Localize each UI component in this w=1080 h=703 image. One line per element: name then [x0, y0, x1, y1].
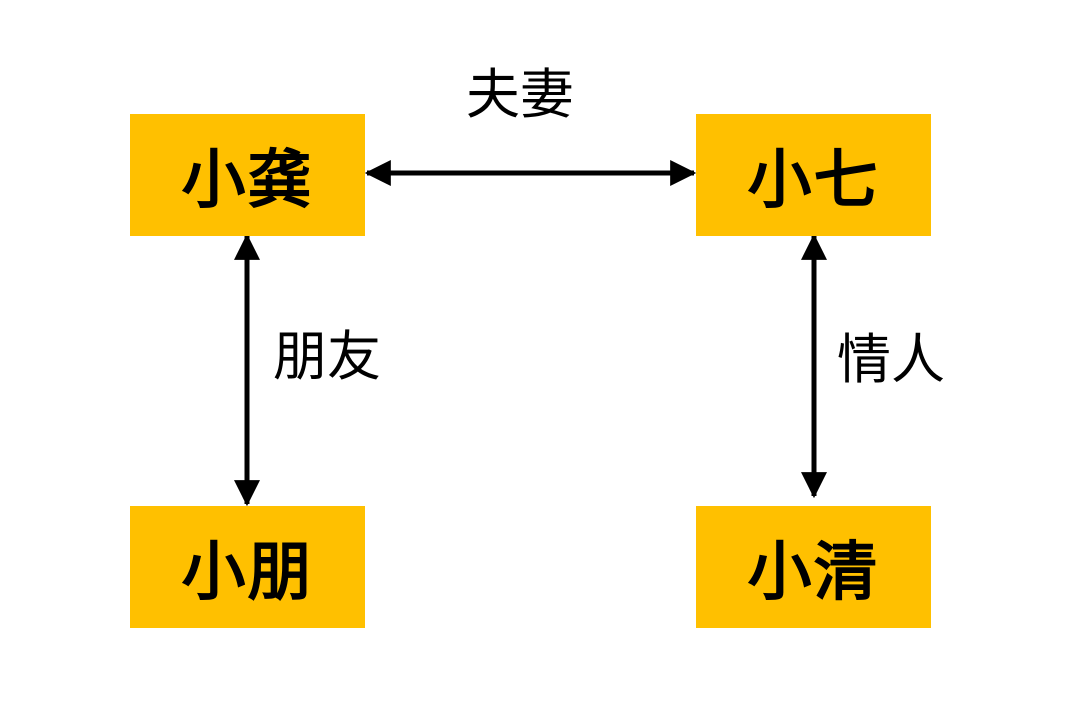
node-xiaopeng-label: 小朋 — [181, 535, 314, 610]
node-xiaoqing: 小清 — [696, 506, 931, 628]
lover-label: 情人 — [837, 328, 945, 391]
node-xiaoqing-label: 小清 — [747, 535, 880, 610]
spouse-label: 夫妻 — [466, 63, 574, 126]
node-xiaoqi-label: 小七 — [747, 143, 880, 218]
node-xiaogong-label: 小龚 — [181, 143, 314, 218]
node-xiaogong: 小龚 — [130, 114, 365, 236]
friend-label: 朋友 — [273, 325, 381, 388]
node-xiaoqi: 小七 — [696, 114, 931, 236]
node-xiaopeng: 小朋 — [130, 506, 365, 628]
